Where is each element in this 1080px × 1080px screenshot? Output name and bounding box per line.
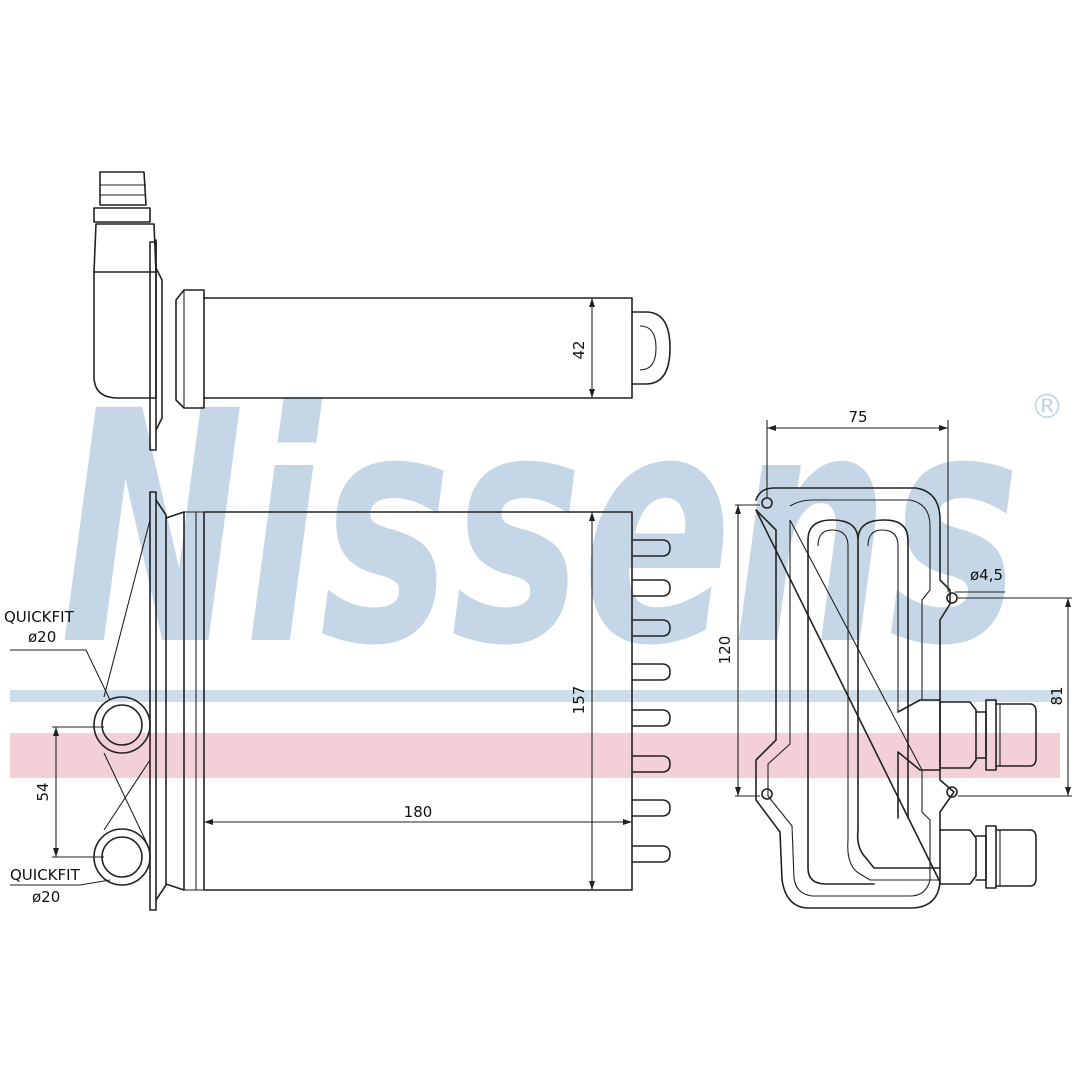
front-view: QUICKFIT ø20 QUICKFIT ø20 54 157 180 [4, 491, 671, 911]
side-flange-outline [755, 487, 955, 909]
registered-mark: ® [1030, 387, 1064, 427]
port-bottom-size: ø20 [32, 888, 60, 906]
dim-height-label: 157 [570, 686, 588, 715]
tube-ends [631, 539, 671, 863]
port-top [93, 519, 151, 851]
mount-hole-3 [761, 788, 773, 800]
dim-thickness-label: 42 [570, 340, 588, 359]
top-flange-plate [149, 241, 157, 451]
dim-width-label: 180 [404, 803, 433, 821]
dim-hole-diameter-label: ø4,5 [970, 566, 1003, 584]
heater-core [203, 511, 633, 891]
core-side-body [203, 297, 633, 399]
port-bottom-type: QUICKFIT [10, 866, 81, 884]
port-top-size: ø20 [28, 628, 56, 646]
side-view: 75 ø4,5 120 81 [716, 408, 1072, 909]
dim-port-spacing-label: 54 [34, 782, 52, 801]
outlet-connector-upper [939, 699, 1037, 771]
dimension-arrows [53, 298, 1071, 890]
port-top-type: QUICKFIT [4, 608, 75, 626]
mount-hole-4 [946, 786, 958, 798]
outlet-connector-lower [939, 825, 1037, 889]
dim-flange-width-label: 75 [848, 408, 867, 426]
dim-outlet-offset-label: 81 [1048, 686, 1066, 705]
dim-flange-height-label: 120 [716, 636, 734, 665]
mount-hole-2 [946, 592, 958, 604]
front-flange-plate [149, 491, 157, 911]
inlet-pipe-top [99, 171, 147, 206]
port-bottom [93, 759, 151, 886]
top-view: 42 [93, 171, 671, 451]
watermark-stripe-blue [10, 690, 1060, 702]
